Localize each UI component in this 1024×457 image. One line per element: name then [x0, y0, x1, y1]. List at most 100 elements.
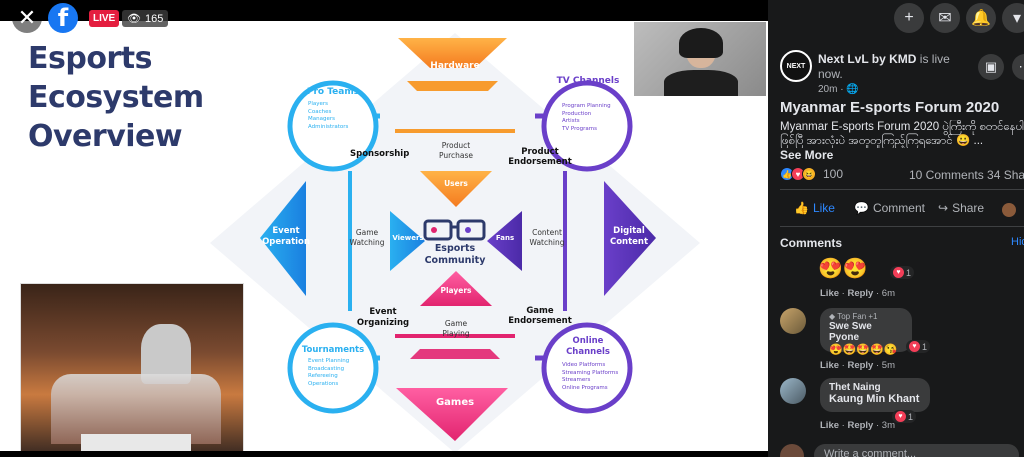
top-fan-badge: ◆ Top Fan +1: [829, 312, 878, 321]
comment-text: 😍🤩🤩🤩😘: [829, 344, 898, 356]
comment-reply-link[interactable]: Reply: [847, 288, 874, 299]
viewer-count-badge: 👁 165: [122, 10, 169, 27]
event-organizing-label: Event Organizing: [356, 307, 410, 328]
fans-label: Fans: [495, 234, 515, 242]
slide-title-line-1: Esports: [28, 41, 152, 76]
share-icon: ↪: [938, 201, 949, 215]
write-comment-input[interactable]: Write a comment...: [814, 444, 1019, 457]
comment-text: 😍😍: [818, 258, 868, 280]
commenter-avatar[interactable]: [780, 378, 806, 404]
comment-time: 5m: [881, 360, 895, 371]
comment-reaction-badge[interactable]: ♥1: [906, 340, 931, 353]
more-options-icon[interactable]: ⋯: [1012, 54, 1024, 80]
comment-bubble: ◆ Top Fan +1 Swe Swe Pyone 😍🤩🤩🤩😘: [820, 308, 912, 356]
slide-title-line-3: Overview: [28, 119, 183, 154]
heart-icon: ♥: [895, 411, 906, 422]
divider: [780, 226, 1024, 227]
event-operation-arrow: [260, 181, 306, 296]
comment-button[interactable]: 💬Comment: [854, 201, 925, 215]
like-reaction-icon: 👍: [780, 167, 794, 181]
eye-icon: 👁: [127, 13, 141, 25]
tv-channels-title: TV Channels: [556, 76, 620, 86]
comment-like-link[interactable]: Like: [820, 288, 840, 299]
hide-comments-link[interactable]: Hide: [1011, 236, 1024, 248]
hardware-label: Hardware: [430, 61, 480, 71]
comment-item: ◆ Top Fan +1 Swe Swe Pyone 😍🤩🤩🤩😘 ♥1 Like…: [780, 308, 1024, 376]
close-icon[interactable]: ✕: [12, 3, 42, 33]
see-more-link[interactable]: See More: [780, 148, 834, 162]
viewers-label: Viewers: [392, 234, 424, 242]
comment-time: 6m: [881, 288, 895, 299]
pro-teams-title: Pro Teams: [306, 87, 360, 97]
comment-reply-link[interactable]: Reply: [847, 420, 874, 431]
comment-meta: Like · Reply · 3m: [820, 420, 895, 431]
reactions-summary[interactable]: 👍 ♥ 😆 100: [780, 167, 843, 181]
comment-item: 😍😍 ♥1 Like · Reply · 6m: [780, 256, 1024, 304]
comment-bubble: Thet Naing Kaung Min Khant: [820, 378, 930, 412]
players-label: Players: [440, 286, 472, 295]
sponsorship-label: Sponsorship: [350, 149, 410, 159]
video-top-overlay: ✕ f LIVE 👁 165: [0, 0, 768, 36]
divider: [780, 189, 1024, 190]
save-icon[interactable]: ▣: [978, 54, 1004, 80]
page-avatar[interactable]: NEXT: [780, 50, 812, 82]
users-label: Users: [444, 179, 468, 188]
like-button[interactable]: 👍Like: [794, 201, 835, 215]
account-icon[interactable]: ▾: [1002, 3, 1024, 33]
post-title: Myanmar E-sports Forum 2020: [780, 99, 1000, 116]
viewers-arrow: [390, 211, 425, 271]
pro-teams-circle: [287, 80, 379, 172]
haha-reaction-icon: 😆: [802, 167, 816, 181]
video-player[interactable]: Esports Ecosystem Overview: [0, 0, 768, 457]
comment-author[interactable]: Swe Swe Pyone: [829, 321, 872, 343]
comments-shares-count[interactable]: 10 Comments 34 Shares: [909, 168, 1024, 182]
comment-meta: Like · Reply · 6m: [820, 288, 895, 299]
online-channels-title: Online Channels: [566, 336, 610, 357]
content-watching-label: Content Watching: [529, 228, 565, 247]
digital-content-arrow: [604, 181, 656, 296]
comment-icon: 💬: [854, 201, 869, 215]
post-timestamp[interactable]: 20m · 🌐: [818, 84, 859, 95]
heart-icon: ♥: [893, 267, 904, 278]
bell-icon[interactable]: 🔔: [966, 3, 996, 33]
page-name-link[interactable]: Next LvL by KMD: [818, 52, 917, 66]
game-playing-label: Game Playing: [442, 319, 470, 338]
game-watching-label: Game Watching: [349, 228, 385, 247]
comment-like-link[interactable]: Like: [820, 360, 840, 371]
digital-content-label: Digital Content: [609, 226, 649, 247]
comment-time: 3m: [881, 420, 895, 431]
product-purchase-label: Product Purchase: [438, 141, 474, 160]
comment-tagged-user[interactable]: Kaung Min Khant: [829, 393, 920, 405]
live-badge: LIVE: [89, 10, 120, 27]
comment-item: Thet Naing Kaung Min Khant ♥1 Like · Rep…: [780, 378, 1024, 438]
hardware-arrow: [398, 38, 507, 68]
commenter-avatar[interactable]: [780, 308, 806, 334]
comment-reaction-badge[interactable]: ♥1: [892, 410, 917, 423]
tv-channels-circle: [541, 80, 633, 172]
product-endorsement-label: Product Endorsement: [508, 147, 572, 167]
share-button[interactable]: ↪Share: [938, 201, 985, 215]
comment-author[interactable]: Thet Naing: [829, 382, 881, 393]
messenger-icon[interactable]: ✉: [930, 3, 960, 33]
comment-reply-link[interactable]: Reply: [847, 360, 874, 371]
tournaments-title: Tournaments: [301, 345, 365, 355]
trophy-photo: [20, 283, 244, 451]
live-status-text: is live now.: [818, 52, 950, 81]
comment-reaction-badge[interactable]: ♥1: [890, 266, 915, 279]
post-header: NEXT Next LvL by KMD is live now. 20m · …: [780, 50, 1024, 95]
viewer-count: 165: [144, 12, 164, 25]
reaction-avatar[interactable]: [1002, 203, 1016, 217]
facebook-logo-icon[interactable]: f: [48, 3, 78, 33]
heart-icon: ♥: [909, 341, 920, 352]
tournaments-circle: [287, 322, 379, 414]
current-user-avatar[interactable]: [780, 444, 804, 457]
plus-icon[interactable]: +: [894, 3, 924, 33]
comment-like-link[interactable]: Like: [820, 420, 840, 431]
event-operation-label: Event Operation: [262, 226, 310, 247]
